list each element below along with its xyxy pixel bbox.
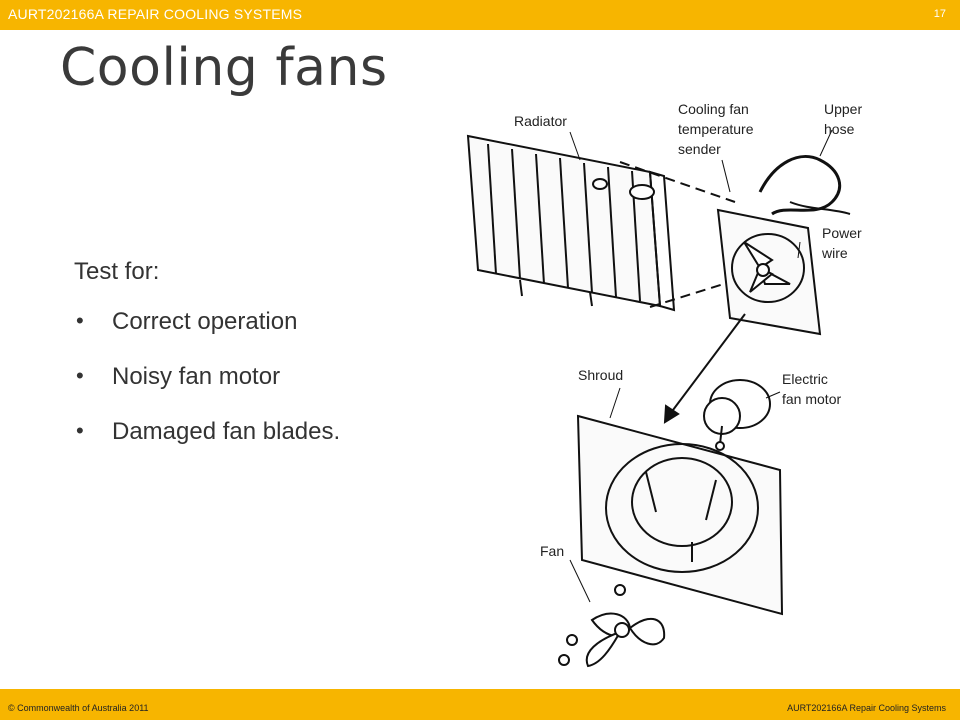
footer-course: AURT202166A Repair Cooling Systems [787, 703, 946, 713]
label-shroud: Shroud [578, 367, 623, 383]
bullet-item: • Damaged fan blades. [74, 418, 454, 446]
bullet-text: Correct operation [112, 308, 298, 335]
bullet-dot-icon: • [76, 418, 84, 443]
cooling-fan-diagram: Radiator Cooling fan temperature sender … [460, 92, 900, 674]
bullet-text: Damaged fan blades. [112, 418, 341, 445]
label-hose-line2: hose [824, 121, 855, 137]
bullet-dot-icon: • [76, 308, 84, 333]
footer-bar: © Commonwealth of Australia 2011 AURT202… [0, 689, 960, 720]
label-sender-line1: Cooling fan [678, 101, 749, 117]
label-hose-line1: Upper [824, 101, 862, 117]
label-radiator: Radiator [514, 113, 567, 129]
label-fan: Fan [540, 543, 564, 559]
label-motor-line2: fan motor [782, 391, 841, 407]
diagram-svg: Radiator Cooling fan temperature sender … [466, 101, 862, 668]
label-sender-line3: sender [678, 141, 721, 157]
shroud-drawing [576, 414, 784, 616]
slide-title: Cooling fans [60, 38, 388, 98]
bullet-text: Noisy fan motor [112, 363, 281, 390]
label-motor-line1: Electric [782, 371, 828, 387]
course-title: AURT202166A REPAIR COOLING SYSTEMS [8, 6, 303, 22]
fan-unit-drawing [716, 155, 851, 336]
footer-copyright: © Commonwealth of Australia 2011 [8, 703, 149, 713]
bullet-item: • Correct operation [74, 308, 454, 336]
slide-content: Test for: • Correct operation • Noisy fan … [74, 258, 454, 473]
bullet-item: • Noisy fan motor [74, 363, 454, 391]
motor-drawing [703, 379, 771, 451]
label-power-line1: Power [822, 225, 862, 241]
label-power-line2: wire [821, 245, 848, 261]
radiator-drawing [466, 134, 676, 312]
label-sender-line2: temperature [678, 121, 754, 137]
header-bar: AURT202166A REPAIR COOLING SYSTEMS 17 [0, 0, 960, 30]
bullet-list: • Correct operation • Noisy fan motor • Dam… [74, 308, 454, 446]
lead-text: Test for: [74, 258, 160, 285]
bullet-dot-icon: • [76, 363, 84, 388]
fan-blade-drawing [558, 584, 666, 668]
page-number: 17 [933, 8, 946, 20]
